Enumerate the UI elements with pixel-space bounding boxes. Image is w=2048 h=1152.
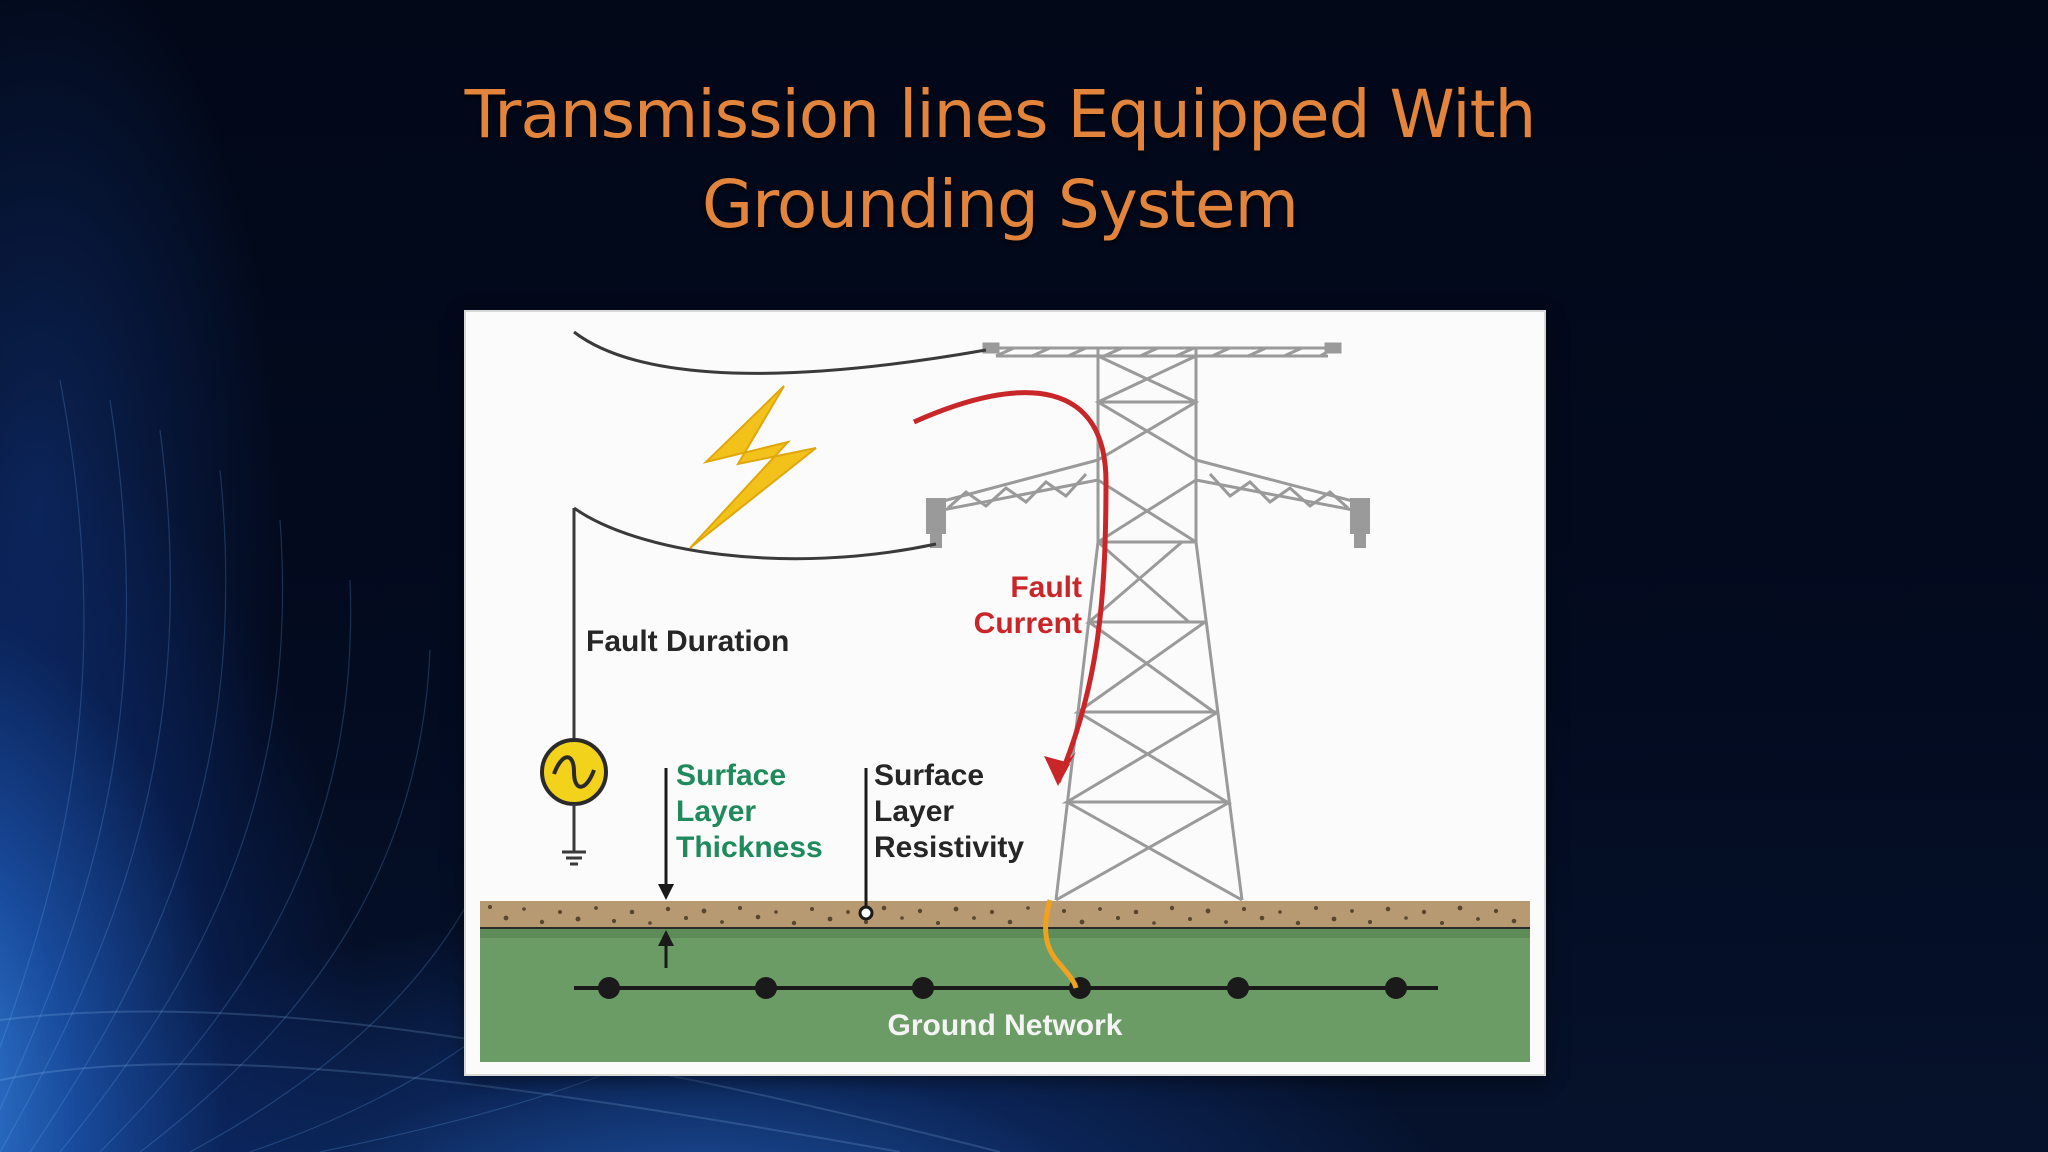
- ground-network-label: Ground Network: [887, 1009, 1123, 1042]
- fault-current-arrow: [912, 390, 1109, 783]
- fault-current-line-2: Current: [973, 607, 1082, 640]
- grounding-diagram: Fault Duration Fault Current Surface Lay…: [466, 312, 1544, 1074]
- slide-title: Transmission lines Equipped With Groundi…: [300, 70, 1700, 250]
- gravel-texture: [488, 905, 1517, 926]
- lower-conductor: [573, 506, 937, 561]
- surface-layer-thickness-label: Surface Layer Thickness: [676, 758, 823, 866]
- surface-layer-resistivity-label: Surface Layer Resistivity: [874, 758, 1024, 866]
- fault-duration-label: Fault Duration: [586, 625, 790, 658]
- ground-current-path: [1043, 899, 1079, 989]
- resistivity-line-3: Resistivity: [874, 831, 1025, 864]
- title-line-1: Transmission lines Equipped With: [464, 76, 1537, 153]
- fault-current-label: Fault Current: [936, 570, 1082, 642]
- title-line-2: Grounding System: [702, 166, 1299, 243]
- resistivity-line-1: Surface: [874, 759, 985, 792]
- lightning-bolt-icon: [689, 385, 817, 549]
- thickness-line-3: Thickness: [676, 831, 823, 864]
- diagram-graphics: [480, 330, 1530, 1062]
- resistivity-indicator: [858, 768, 874, 921]
- surface-layer: [480, 901, 1530, 928]
- ac-source-icon: [540, 738, 608, 806]
- resistivity-line-2: Layer: [874, 795, 955, 828]
- upper-conductor: [573, 330, 987, 375]
- thickness-line-2: Layer: [676, 795, 757, 828]
- ground-soil: [480, 928, 1530, 1062]
- ground-symbol-icon: [562, 850, 586, 866]
- fault-current-line-1: Fault: [1010, 571, 1082, 604]
- thickness-indicator: [658, 768, 674, 968]
- thickness-line-1: Surface: [676, 759, 787, 792]
